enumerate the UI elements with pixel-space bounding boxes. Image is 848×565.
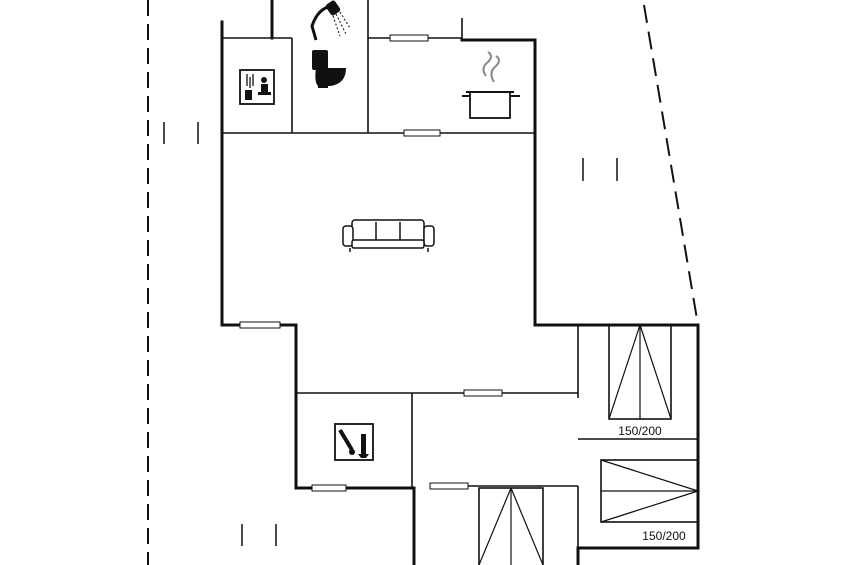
doors [239,34,503,492]
bed-2-label: 150/200 [642,529,686,543]
bed-3 [478,487,544,565]
plot-outline [147,0,699,565]
sofa-icon [342,219,435,252]
bed-1 [608,324,672,420]
toilet-icon [312,50,346,88]
cooking-pot-icon [462,51,520,119]
shower-icon [310,0,351,41]
sauna-icon [239,69,275,105]
interior-walls [222,0,698,548]
bed-2 [600,459,699,523]
washing-brush-icon [334,423,374,461]
terrace-markers [163,122,618,546]
plot-line-right [643,4,699,326]
bed-1-label: 150/200 [618,424,662,438]
